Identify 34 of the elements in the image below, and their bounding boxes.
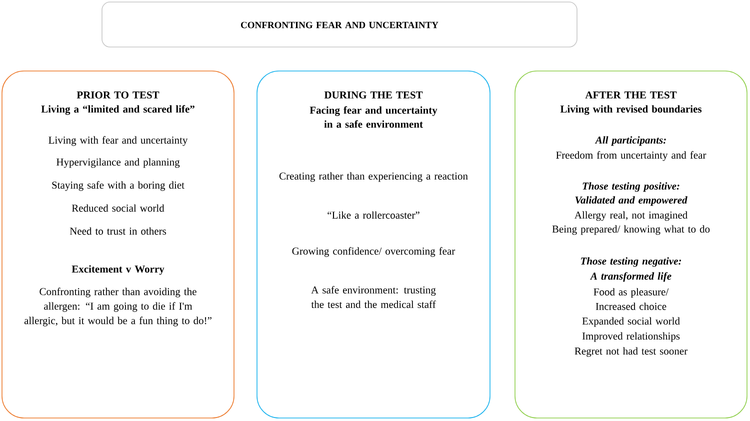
heading: PRIOR TO TEST <box>76 91 160 99</box>
body-text: Living with fear and uncertainty <box>48 136 188 146</box>
heading: AFTER THE TEST <box>585 91 677 99</box>
body-text: Improved relationships <box>582 332 680 342</box>
body-text: Hypervigilance and planning <box>56 158 180 168</box>
body-text: Staying safe with a boring diet <box>52 181 184 191</box>
body-text: Expanded social world <box>582 317 680 327</box>
body-text: Confronting rather than avoiding the allergen: “I am going to die if I'm allergic, but it would be a fun thing to do!” <box>24 288 212 326</box>
panel-card <box>514 70 748 418</box>
body-text: Growing confidence/ overcoming fear <box>292 247 456 257</box>
group-heading: Those testing negative: <box>581 257 682 267</box>
title-box <box>102 2 578 48</box>
body-text: Being prepared/ knowing what to do <box>552 225 710 235</box>
heading: DURING THE TEST <box>324 91 423 99</box>
heading: Living a “limited and scared life” <box>41 105 194 115</box>
panel-card <box>256 70 490 418</box>
panel-card <box>2 70 234 418</box>
body-text: Freedom from uncertainty and fear <box>556 151 706 161</box>
group-heading: All participants: <box>594 136 666 146</box>
body-text: Regret not had test sooner <box>574 347 688 357</box>
group-heading: A transformed life <box>590 272 672 282</box>
body-text: A safe environment: trusting the test and the medical staff <box>311 286 436 308</box>
body-text: Creating rather than experiencing a reaction <box>279 172 468 182</box>
group-heading: Validated and empowered <box>575 196 688 206</box>
body-text: Need to trust in others <box>70 227 166 235</box>
heading: Excitement v Worry <box>72 265 164 275</box>
heading: CONFRONTING FEAR AND UNCERTAINTY <box>241 22 438 28</box>
body-text: Allergy real, not imagined <box>574 211 688 221</box>
body-text: “Like a rollercoaster” <box>328 211 420 219</box>
heading: Living with revised boundaries <box>560 105 702 115</box>
group-heading: Those testing positive: <box>582 182 680 192</box>
body-text: Reduced social world <box>72 204 164 212</box>
heading: Facing fear and uncertainty in a safe environment <box>310 106 438 128</box>
body-text: Food as pleasure/ Increased choice <box>594 288 669 310</box>
